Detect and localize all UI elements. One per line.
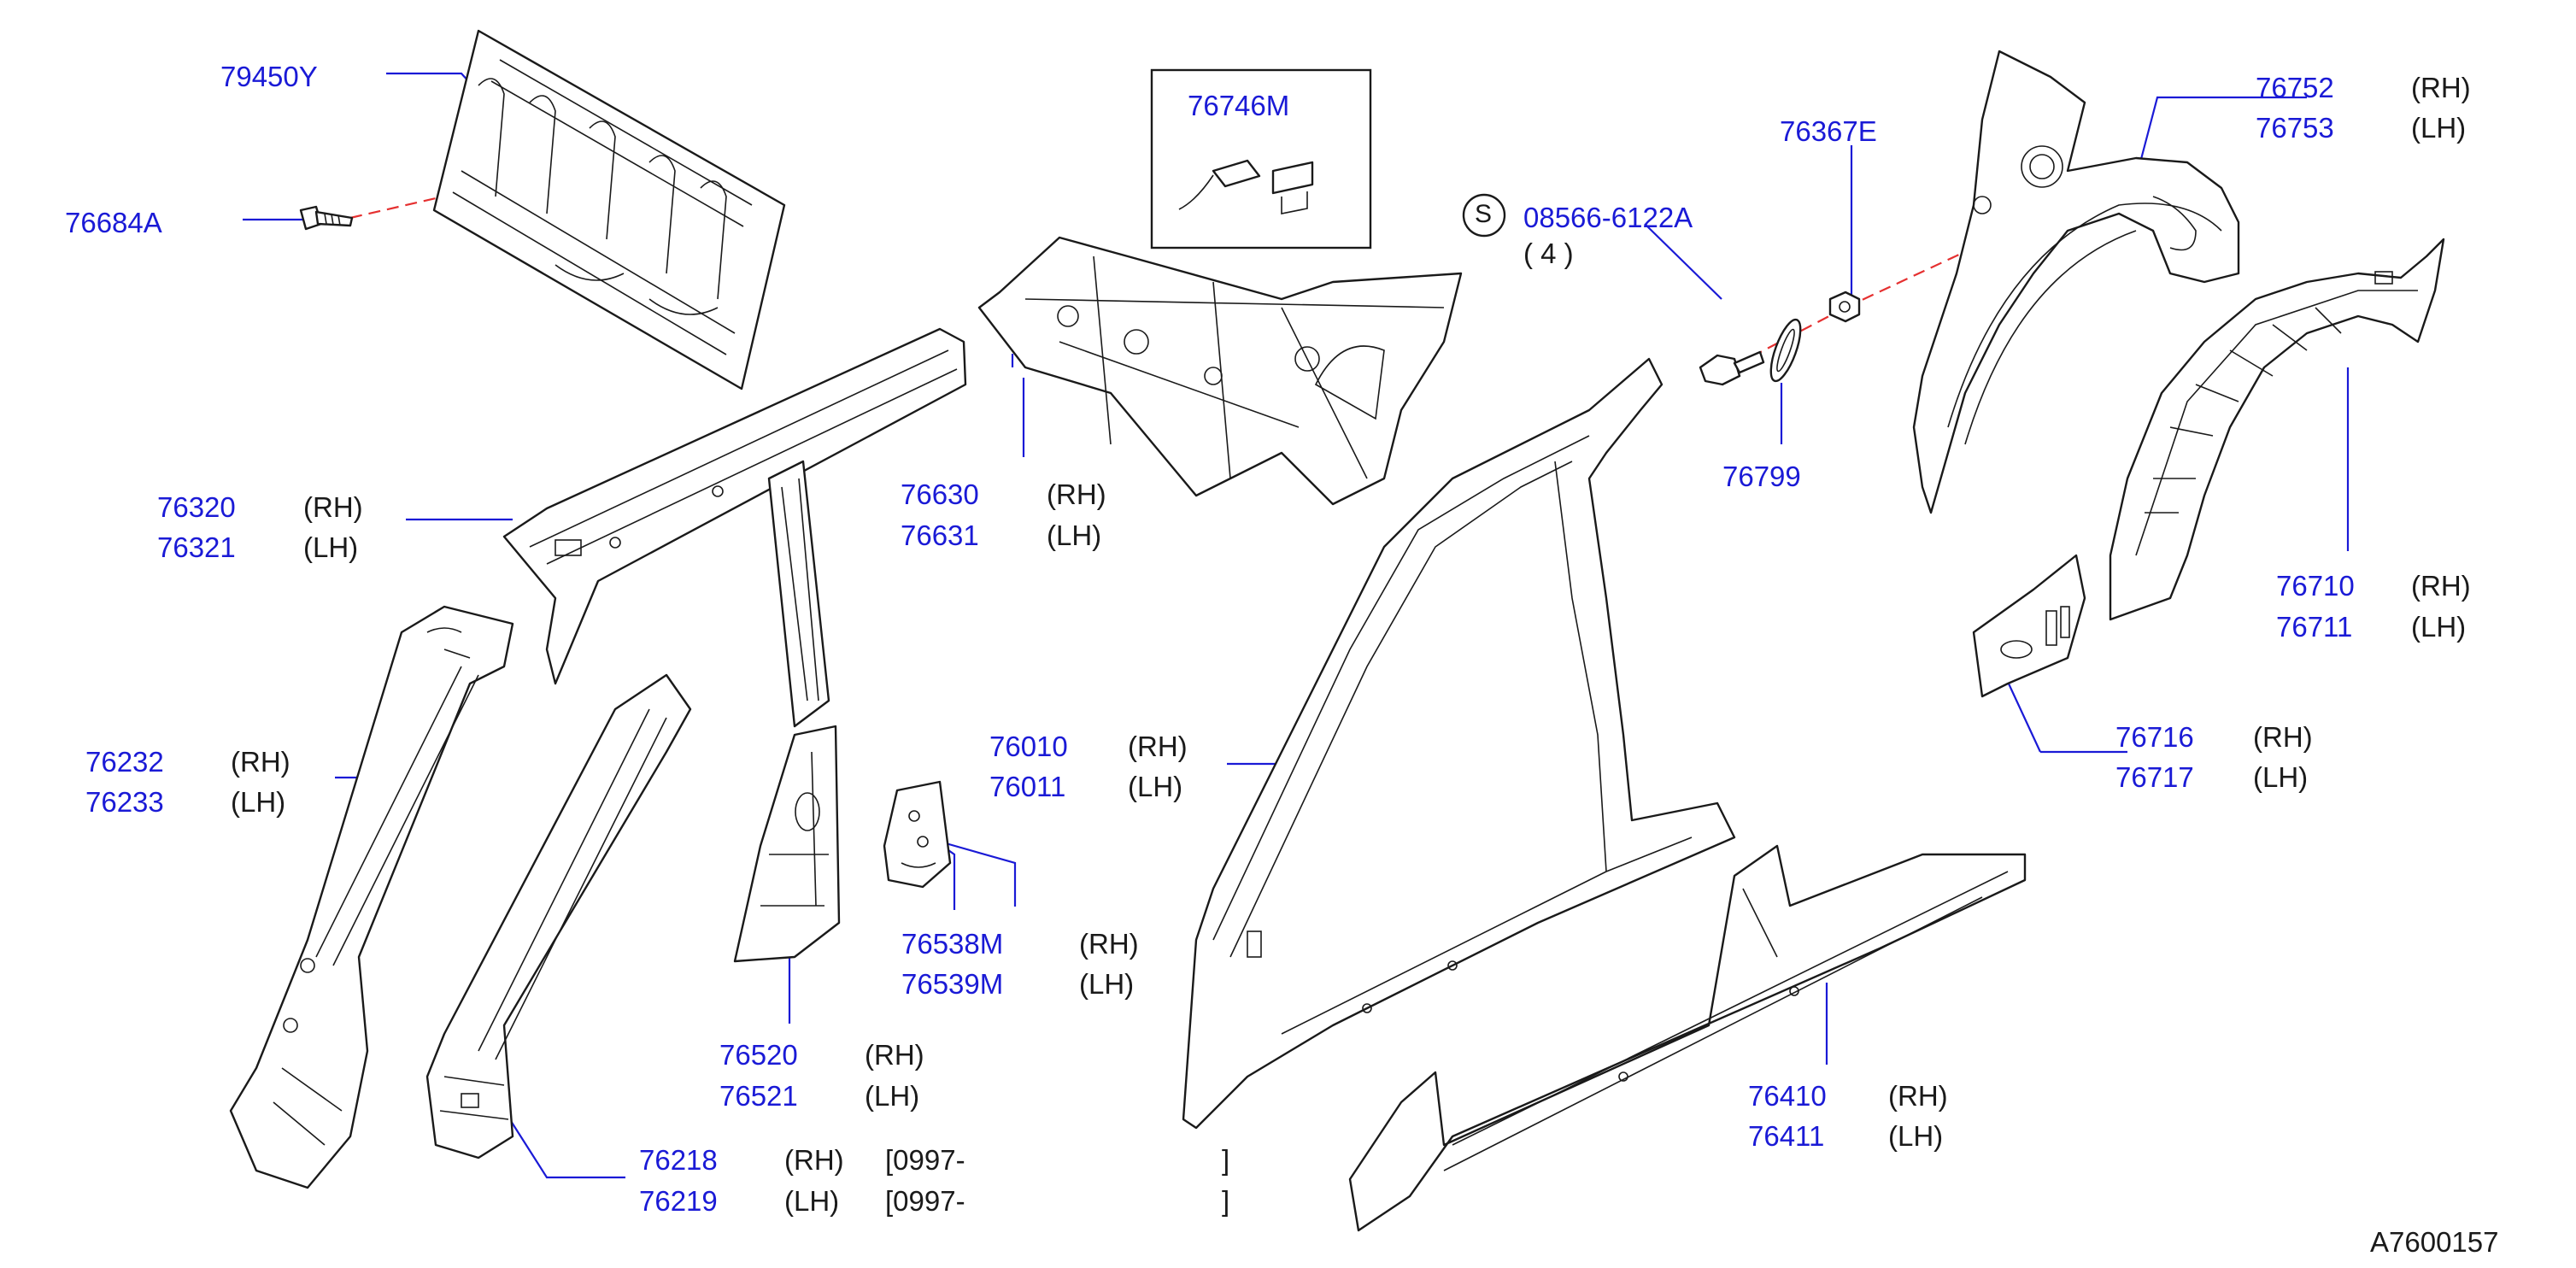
side-76219: (LH)	[784, 1185, 840, 1217]
rail-76320-drawing	[502, 327, 967, 728]
diagram-id: A7600157	[2370, 1226, 2499, 1258]
part-76321[interactable]: 76321	[157, 531, 236, 563]
side-76320: (RH)	[303, 491, 363, 523]
part-76367e[interactable]: 76367E	[1780, 115, 1877, 147]
panel-76716-drawing	[1972, 554, 2086, 698]
side-76538m: (RH)	[1079, 928, 1139, 960]
screw-symbol-circle	[1462, 193, 1506, 238]
screw-symbol: S	[1475, 200, 1493, 228]
bracket-76538m-drawing	[883, 780, 952, 889]
side-76232: (RH)	[231, 746, 290, 778]
side-76717: (LH)	[2253, 761, 2309, 793]
part-76411[interactable]: 76411	[1748, 1120, 1825, 1152]
side-76752: (RH)	[2411, 72, 2471, 103]
side-76630: (RH)	[1047, 478, 1106, 510]
part-76753[interactable]: 76753	[2256, 112, 2334, 144]
body-side-76010-drawing	[1182, 357, 1736, 1130]
part-76011[interactable]: 76011	[989, 771, 1066, 802]
pillar-76218-drawing	[425, 673, 692, 1159]
part-76320[interactable]: 76320	[157, 491, 236, 523]
part-76631[interactable]: 76631	[901, 520, 979, 551]
part-76746m[interactable]: 76746M	[1188, 90, 1290, 121]
side-76233: (LH)	[231, 786, 286, 818]
part-76684a[interactable]: 76684A	[65, 207, 162, 238]
box-76746m	[1150, 68, 1372, 249]
date-open-76219: [0997-	[885, 1185, 965, 1217]
side-76411: (LH)	[1888, 1120, 1944, 1152]
side-76631: (LH)	[1047, 520, 1102, 551]
part-76233[interactable]: 76233	[85, 786, 164, 818]
part-76752[interactable]: 76752	[2256, 72, 2334, 103]
side-76711: (LH)	[2411, 611, 2467, 643]
part-76218[interactable]: 76218	[639, 1144, 718, 1176]
part-76799[interactable]: 76799	[1722, 461, 1801, 492]
part-76232[interactable]: 76232	[85, 746, 164, 778]
side-76710: (RH)	[2411, 570, 2471, 602]
part-76716[interactable]: 76716	[2115, 721, 2194, 753]
sill-76410-drawing	[1348, 844, 2027, 1232]
side-76010: (RH)	[1128, 731, 1188, 762]
panel-79450y-drawing	[432, 29, 786, 390]
part-76010[interactable]: 76010	[989, 731, 1068, 762]
side-76218: (RH)	[784, 1144, 844, 1176]
part-76521[interactable]: 76521	[719, 1080, 798, 1112]
side-76716: (RH)	[2253, 721, 2313, 753]
part-76539m[interactable]: 76539M	[901, 968, 1004, 1000]
part-76538m[interactable]: 76538M	[901, 928, 1004, 960]
side-76539m: (LH)	[1079, 968, 1135, 1000]
date-close-76219: ]	[1222, 1185, 1230, 1217]
panel-76630-drawing	[977, 236, 1463, 506]
part-76630[interactable]: 76630	[901, 478, 979, 510]
side-76521: (LH)	[865, 1080, 920, 1112]
part-08566-6122a[interactable]: 08566-6122A	[1523, 202, 1693, 233]
side-76410: (RH)	[1888, 1080, 1948, 1112]
part-76711[interactable]: 76711	[2276, 611, 2353, 643]
pillar-76232-drawing	[229, 605, 514, 1189]
side-76520: (RH)	[865, 1039, 924, 1071]
side-76321: (LH)	[303, 531, 359, 563]
date-open-76218: [0997-	[885, 1144, 965, 1176]
wheelhouse-76710-drawing	[2109, 238, 2445, 621]
part-76520[interactable]: 76520	[719, 1039, 798, 1071]
bolt-76684a-drawing	[299, 205, 354, 231]
qty-08566-6122a: ( 4 )	[1523, 238, 1574, 269]
quarter-76752-drawing	[1912, 50, 2240, 514]
part-76219[interactable]: 76219	[639, 1185, 718, 1217]
fasteners-drawing	[1699, 291, 1861, 386]
part-79450y[interactable]: 79450Y	[220, 61, 318, 92]
part-76410[interactable]: 76410	[1748, 1080, 1827, 1112]
part-76710[interactable]: 76710	[2276, 570, 2355, 602]
part-76717[interactable]: 76717	[2115, 761, 2194, 793]
side-76753: (LH)	[2411, 112, 2467, 144]
side-76011: (LH)	[1128, 771, 1183, 802]
date-close-76218: ]	[1222, 1144, 1230, 1176]
pillar-76520-drawing	[733, 725, 841, 963]
